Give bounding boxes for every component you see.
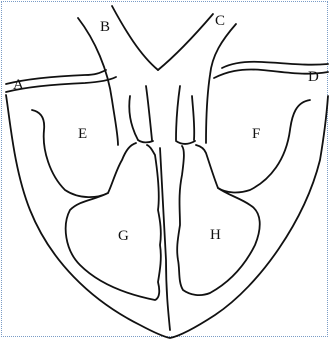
chamber-e-wall (32, 110, 136, 197)
valve-left (138, 140, 153, 142)
label-h: H (210, 228, 221, 243)
label-a: A (13, 78, 24, 93)
trunk-left-inner (146, 86, 152, 140)
chamber-h-wall (177, 146, 260, 295)
chamber-f-wall (196, 100, 310, 192)
chamber-g-wall (66, 145, 161, 300)
label-f: F (252, 127, 260, 142)
label-b: B (100, 20, 110, 35)
trunk-right-outer (192, 96, 194, 140)
label-g: G (118, 229, 129, 244)
label-d: D (308, 70, 319, 85)
label-e: E (78, 127, 87, 142)
vessel-d-outer (222, 62, 328, 68)
trunk-left-outer (129, 96, 138, 140)
valve-right (176, 141, 195, 144)
vessel-c-right (206, 24, 236, 143)
label-c: C (215, 14, 225, 29)
vessel-c-left (158, 14, 213, 70)
trunk-right-inner (176, 86, 180, 140)
vessel-b-right (112, 6, 158, 70)
